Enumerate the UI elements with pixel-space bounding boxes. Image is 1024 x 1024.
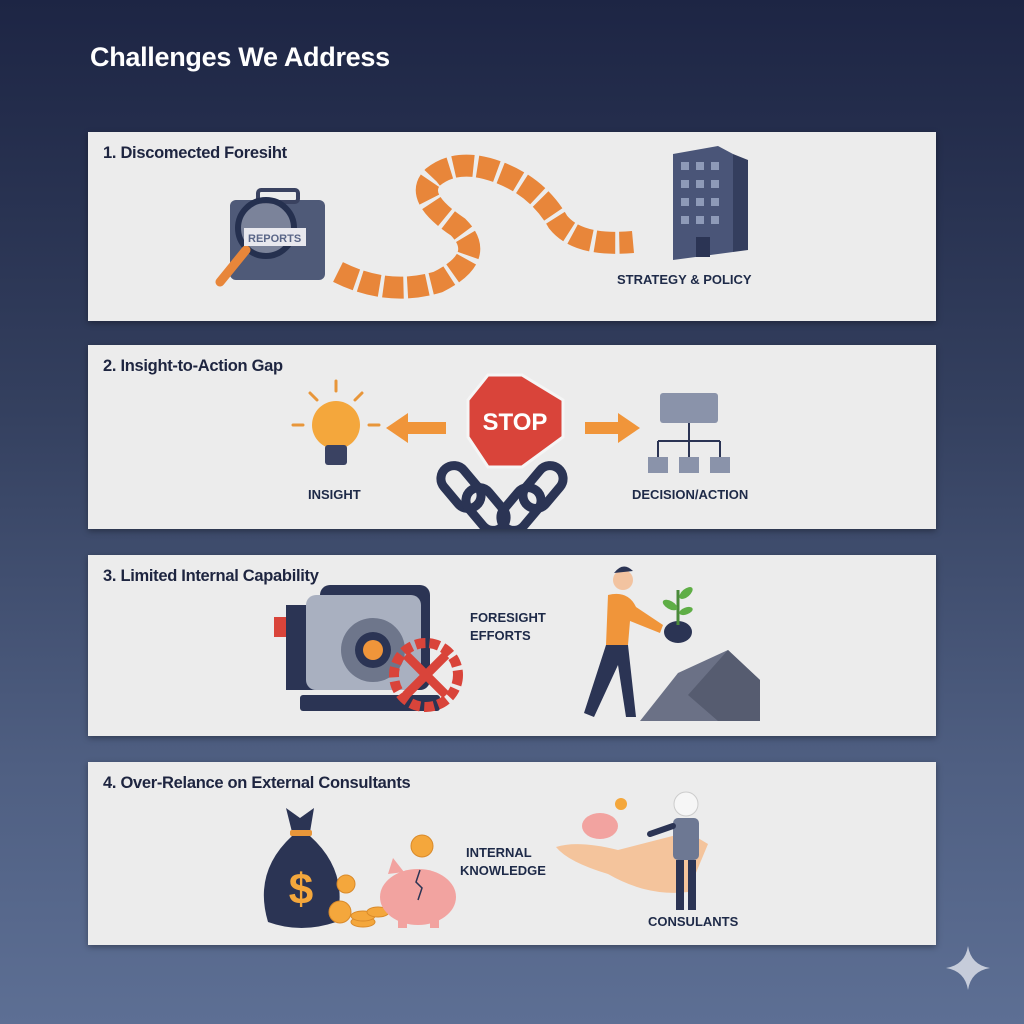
broken-piggy-bank-icon [380,858,456,928]
panel-2-title: 2. Insight-to-Action Gap [103,357,283,375]
sparkle-icon [946,946,990,990]
stop-sign-icon: STOP [466,373,565,469]
panel-1-title: 1. Discomected Foresiht [103,144,287,162]
panel-1-illustration: REPORTS STRATEGY & POLICY [215,146,752,299]
broken-machine-icon [274,585,463,712]
reports-label: REPORTS [248,233,301,245]
decision-action-label: DECISION/ACTION [632,487,748,502]
challenge-panel-1: REPORTS STRATEGY & POLICY 1. Discomected… [88,132,936,321]
broken-puzzle-path-icon [333,154,634,299]
rock-icon [640,650,760,721]
reports-label-tag: REPORTS [244,228,306,246]
arrow-left-icon [386,413,446,443]
stop-sign-text: STOP [483,409,548,436]
insight-label: INSIGHT [308,487,361,502]
page-title: Challenges We Address [90,42,390,72]
panel-4-title: 4. Over-Relance on External Consultants [103,774,411,792]
org-chart-icon [648,393,730,473]
internal-knowledge-line2: KNOWLEDGE [460,863,546,878]
foresight-label-line1: FORESIGHT [470,610,546,625]
dollar-sign-text: $ [289,865,313,914]
broken-chain-icon [436,461,568,529]
panel-3-title: 3. Limited Internal Capability [103,567,319,585]
coins-icon [328,834,434,928]
money-bag-icon: $ [263,808,340,928]
foresight-label-line2: EFFORTS [470,628,531,643]
panel-3-illustration: FORESIGHT EFFORTS [274,566,760,721]
office-building-icon [673,146,748,260]
lightbulb-icon [291,379,381,465]
panel-2-illustration: INSIGHT STOP DECISION/ACTION [291,373,748,529]
challenge-panel-3: FORESIGHT EFFORTS 3. Limited Internal Ca… [88,555,936,736]
consultant-person-icon [647,791,699,910]
consultants-label: CONSULANTS [648,914,739,929]
small-piggy-bank-icon [582,798,627,839]
person-planting-icon [584,566,693,717]
arrow-right-icon [585,413,640,443]
open-hand-icon [556,832,708,893]
internal-knowledge-line1: INTERNAL [466,845,532,860]
challenge-panel-2: INSIGHT STOP DECISION/ACTION 2. Insight-… [88,345,936,529]
challenge-panel-4: $ INTERNAL KNOWLEDGE CONSULANTS [88,762,936,945]
strategy-policy-label: STRATEGY & POLICY [617,272,752,287]
panel-4-illustration: $ INTERNAL KNOWLEDGE CONSULANTS [263,791,739,929]
